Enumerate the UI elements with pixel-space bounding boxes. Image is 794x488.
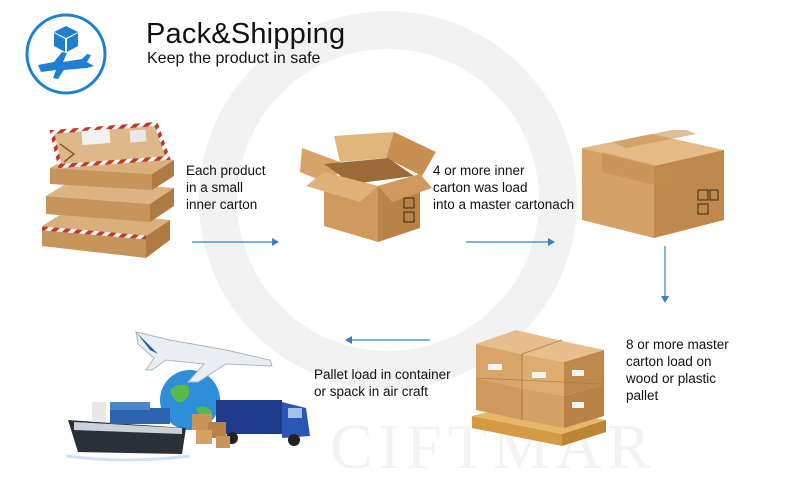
closed-master-carton-image [582,130,724,238]
page-subtitle: Keep the product in safe [147,50,321,67]
arrow-left [345,336,430,344]
pallet-cartons-image [472,330,606,446]
step-3-description: 8 or more master carton load on wood or … [626,337,729,403]
page-title: Pack&Shipping [146,18,346,50]
arrow-right-1 [192,238,279,246]
shipping-transport-image [66,331,310,462]
step-2-description: 4 or more inner carton was load into a m… [433,163,575,212]
step-1-description: Each product in a small inner carton [186,163,266,212]
open-master-carton-image [300,132,436,242]
arrow-right-2 [466,238,555,246]
arrow-down [661,246,669,303]
package-airplane-icon [25,13,107,95]
small-carton-stack-image [42,121,174,258]
step-4-description: Pallet load in container or spack in air… [314,367,451,399]
